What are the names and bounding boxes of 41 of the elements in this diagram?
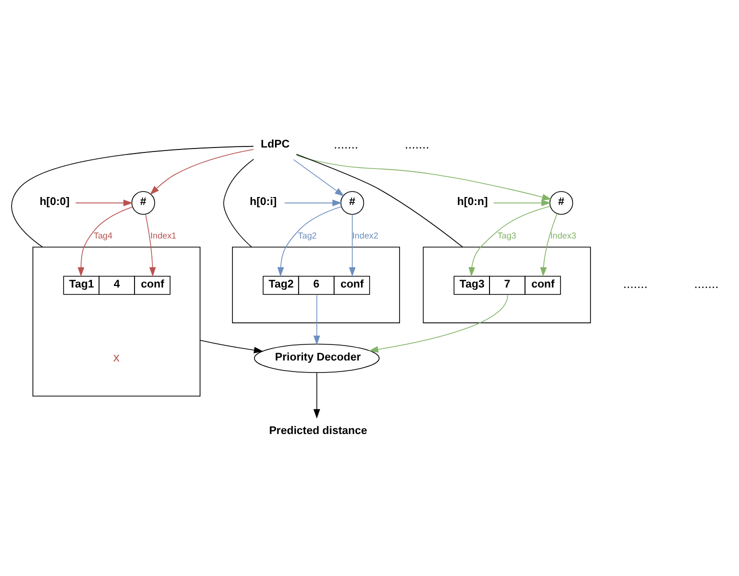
edge-label: Index3: [550, 230, 576, 240]
label: .......: [694, 276, 719, 290]
arrow: [200, 339, 264, 353]
edge-label: Tag2: [298, 230, 317, 240]
arrow: [493, 199, 551, 206]
arrow: [313, 294, 320, 345]
arrow: [145, 213, 156, 276]
connector: [296, 153, 464, 247]
node-text: h[0:n]: [457, 196, 488, 208]
edge-label: Tag4: [94, 230, 112, 240]
node-circle: #: [131, 190, 156, 214]
edge-label: Index2: [352, 230, 378, 240]
node-circle: #: [340, 190, 364, 214]
edge-label: Index1: [150, 230, 176, 240]
label: .......: [404, 136, 430, 151]
arrow: [277, 206, 342, 276]
arrow: [313, 372, 320, 418]
arrow: [296, 154, 552, 200]
arrow: [348, 214, 356, 276]
arrow: [540, 212, 558, 276]
cluster: [232, 246, 400, 323]
cluster: [32, 246, 200, 396]
node-circle: #: [549, 190, 574, 214]
arrow: [368, 294, 508, 352]
connector: [223, 158, 254, 247]
cluster: [422, 246, 591, 323]
label: x: [113, 350, 120, 364]
label: .......: [334, 136, 358, 151]
arrow: [78, 206, 133, 276]
edge-label: Tag3: [497, 230, 516, 240]
node-text: LdPC: [260, 138, 290, 150]
node-text: h[0:0]: [40, 196, 70, 208]
arrow: [75, 199, 133, 206]
arrow: [150, 148, 254, 194]
node-text: Predicted distance: [269, 424, 368, 436]
arrow: [293, 158, 344, 196]
label: .......: [623, 276, 648, 290]
arrow: [468, 205, 551, 276]
connector: [11, 145, 254, 247]
arrow: [284, 199, 342, 206]
node-text: h[0:i]: [250, 196, 277, 208]
